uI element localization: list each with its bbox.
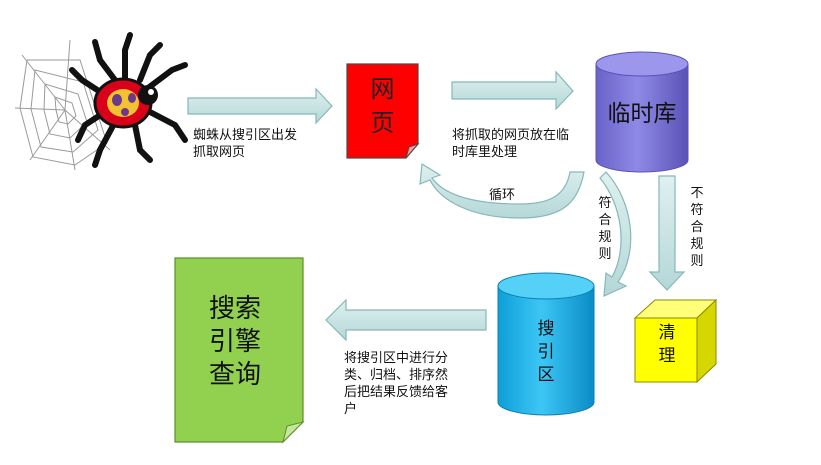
arrow-conform-to-index (599, 171, 632, 297)
arrow-notconform-to-clean (648, 175, 686, 291)
temp-store-label: 临时库 (607, 101, 677, 127)
query-label: 搜索 引擎 查询 (208, 294, 261, 390)
webpage-label: 网 页 (370, 75, 395, 137)
loop-arrow (419, 162, 585, 219)
loop-label: 循环 (489, 188, 516, 203)
conform-label: 符 合 规 则 (598, 196, 612, 262)
index-process-label: 将搜引区中进行分 类、归档、排序然 后把结果反馈给客 户 (344, 351, 449, 417)
temp-store-cylinder (595, 51, 689, 173)
put-in-temp-label: 将抓取的网页放在临 时库里处理 (452, 128, 570, 160)
clean-label: 清 理 (658, 323, 676, 366)
clean-box (633, 298, 718, 384)
not-conform-label: 不 符 合 规 则 (690, 186, 704, 269)
arrow-spider-to-webpage (187, 87, 333, 125)
query-document (174, 257, 305, 444)
index-cylinder (497, 272, 595, 416)
webpage-document (346, 63, 420, 159)
index-label: 搜 引 区 (537, 319, 555, 385)
arrow-index-to-query (325, 298, 487, 342)
spider-fetch-label: 蜘蛛从搜引区出发 抓取网页 (193, 128, 298, 160)
arrow-webpage-to-tempstore (451, 70, 574, 111)
spider-icon (14, 32, 188, 171)
